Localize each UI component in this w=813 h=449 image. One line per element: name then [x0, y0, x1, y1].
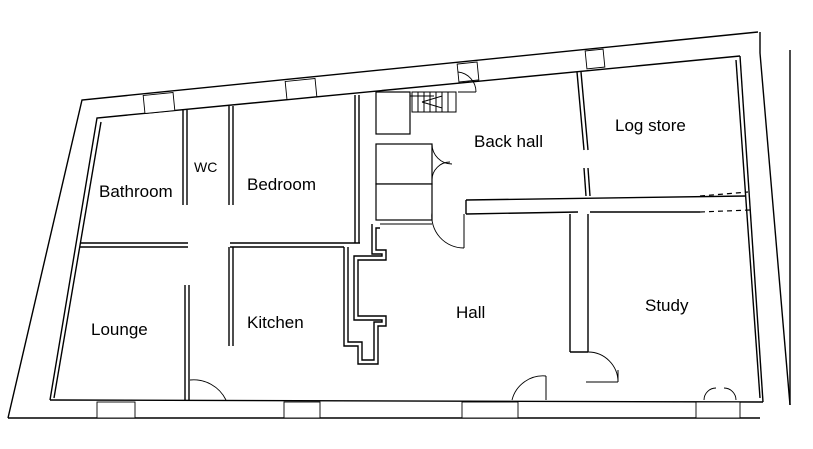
room-label-lounge: Lounge	[91, 320, 148, 339]
room-label-bedroom: Bedroom	[247, 175, 316, 194]
room-label-bathroom: Bathroom	[99, 182, 173, 201]
interior-walls	[80, 71, 751, 400]
door-swings	[189, 71, 737, 401]
outer-walls	[7, 31, 791, 419]
room-label-wc: WC	[194, 159, 217, 175]
room-label-kitchen: Kitchen	[247, 313, 304, 332]
room-label-study: Study	[645, 296, 689, 315]
room-label-hall: Hall	[456, 303, 485, 322]
room-label-back-hall: Back hall	[474, 132, 543, 151]
room-labels: Bathroom WC Bedroom Back hall Log store …	[91, 116, 689, 339]
top-windows	[142, 48, 606, 114]
bottom-windows	[96, 401, 741, 419]
stairs	[411, 91, 457, 113]
room-label-log-store: Log store	[615, 116, 686, 135]
